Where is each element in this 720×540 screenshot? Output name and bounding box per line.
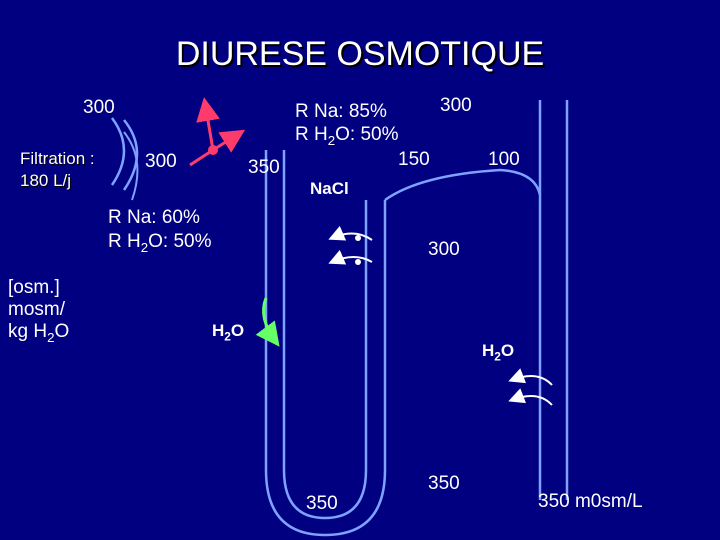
distal-h2o-reabsorption: R H2O: 50% — [295, 124, 399, 148]
sodium-reabsorption-arrows — [189, 97, 246, 167]
osm-value-ascending-bottom: 350 — [428, 473, 460, 494]
proximal-h2o-reabsorption: R H2O: 50% — [108, 231, 212, 255]
loop-of-henle-bend — [264, 469, 387, 537]
descending-limb — [264, 150, 286, 470]
proximal-tubule — [123, 131, 139, 201]
osm-value-capsule: 300 — [83, 97, 115, 118]
osm-value-proximal: 300 — [145, 151, 177, 172]
h2o-collecting-label: H2O — [482, 341, 515, 364]
h2o-descending-label: H2O — [212, 321, 245, 344]
nacl-transport-arrows — [328, 225, 373, 265]
collecting-duct — [538, 100, 569, 500]
osm-value-collecting-top: 100 — [488, 149, 520, 170]
nacl-label: NaCl — [310, 179, 349, 198]
bowman-capsule — [110, 117, 139, 191]
ascending-limb — [364, 200, 387, 470]
osm-value-loop-bottom: 350 — [306, 493, 338, 514]
water-reabsorption-arrow — [255, 297, 280, 347]
osm-unit-line3: kg H2O — [8, 321, 70, 345]
filtration-rate: 180 L/j — [20, 171, 72, 190]
page-title: DIURESE OSMOTIQUE — [175, 35, 545, 73]
collecting-duct-water-arrows — [508, 368, 553, 406]
osm-value-distal-top: 300 — [440, 95, 472, 116]
interstitium-osmolality: 350 m0sm/L — [538, 491, 643, 512]
distal-tubule — [384, 168, 542, 202]
osm-value-distal: 150 — [398, 149, 430, 170]
filtration-label: Filtration : — [20, 149, 95, 168]
osm-unit-line2: mosm/ — [8, 299, 65, 320]
proximal-na-reabsorption: R Na: 60% — [108, 207, 200, 228]
osm-value-descending-top: 350 — [248, 157, 280, 178]
osm-unit-line1: [osm.] — [8, 277, 60, 298]
distal-na-reabsorption: R Na: 85% — [295, 101, 387, 122]
osm-value-ascending: 300 — [428, 239, 460, 260]
